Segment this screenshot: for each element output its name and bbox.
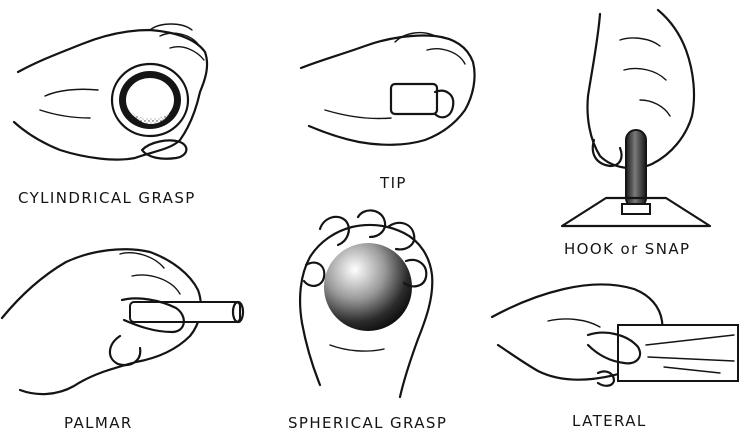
tip-label: TIP — [380, 174, 407, 192]
spherical-grasp-panel: SPHERICAL GRASP — [280, 205, 460, 443]
palmar-illustration — [0, 248, 245, 396]
cylindrical-grasp-illustration — [12, 23, 209, 161]
hook-or-snap-panel: HOOK or SNAP — [560, 0, 747, 265]
lateral-label: LATERAL — [572, 412, 647, 430]
tip-panel: TIP — [295, 0, 495, 200]
lateral-illustration — [490, 283, 739, 387]
hook-or-snap-label: HOOK or SNAP — [564, 240, 691, 258]
tip-illustration — [299, 31, 476, 146]
spherical-grasp-label: SPHERICAL GRASP — [288, 414, 448, 432]
palmar-panel: PALMAR — [0, 240, 250, 443]
lateral-panel: LATERAL — [488, 265, 747, 443]
cylindrical-grasp-panel: CYLINDRICAL GRASP — [0, 0, 240, 215]
cylindrical-grasp-label: CYLINDRICAL GRASP — [18, 189, 196, 207]
spherical-grasp-illustration — [298, 209, 434, 399]
palmar-label: PALMAR — [64, 414, 133, 432]
hook-or-snap-illustration — [560, 8, 712, 228]
